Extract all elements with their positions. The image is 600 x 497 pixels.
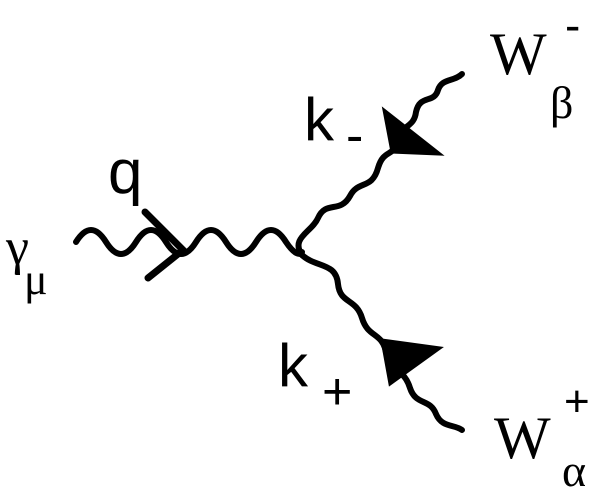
w-minus-symbol: W [490, 21, 547, 87]
q-label: q [108, 138, 143, 207]
k-plus-momentum-arrow [380, 338, 444, 387]
w-minus-charge: - [565, 0, 581, 51]
w-plus-index: α [562, 445, 587, 496]
k-minus-momentum-arrow [381, 106, 445, 156]
k-minus-sign: - [346, 107, 364, 165]
w-minus-propagator [295, 71, 465, 258]
photon-index: μ [24, 255, 48, 304]
k-plus-letter: k [278, 332, 308, 399]
w-minus-index: β [550, 77, 574, 128]
w-plus-charge: + [564, 377, 590, 426]
k-plus-sign: + [322, 363, 353, 421]
photon-propagator [73, 227, 305, 257]
k-minus-letter: k [304, 86, 334, 153]
photon-symbol: γ [6, 219, 29, 276]
photon-label: γ [6, 222, 29, 274]
w-plus-symbol: W [494, 405, 551, 471]
q-momentum-arrow [141, 208, 189, 282]
